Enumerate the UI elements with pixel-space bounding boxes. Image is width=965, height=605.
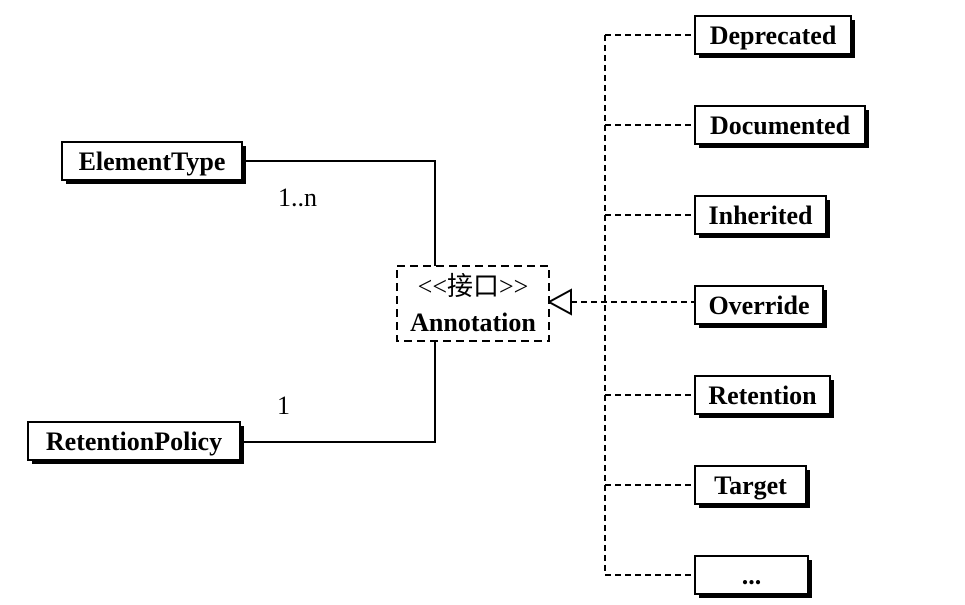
retention-policy-association-line <box>244 341 436 443</box>
class-label-override: Override <box>708 291 809 320</box>
class-label-more: ... <box>742 561 762 590</box>
realization-arrowhead-icon <box>546 288 572 316</box>
class-more[interactable]: ... <box>694 555 812 598</box>
element-type-association-line <box>244 160 436 266</box>
annotation-name: Annotation <box>410 308 536 337</box>
annotation-stereotype: <<接口>> <box>418 272 529 301</box>
class-deprecated[interactable]: Deprecated <box>694 15 855 58</box>
element-type-label: ElementType <box>79 147 226 176</box>
class-inherited[interactable]: Inherited <box>694 195 830 238</box>
element-type-multiplicity: 1..n <box>278 183 317 212</box>
class-label-inherited: Inherited <box>709 201 814 230</box>
retention-policy-multiplicity: 1 <box>277 391 290 420</box>
annotation-interface[interactable]: <<接口>> Annotation <box>396 265 550 342</box>
class-label-documented: Documented <box>710 111 851 140</box>
retention-policy-class[interactable]: RetentionPolicy <box>27 421 244 464</box>
class-label-target: Target <box>714 471 787 500</box>
class-target[interactable]: Target <box>694 465 810 508</box>
element-type-class[interactable]: ElementType <box>61 141 246 184</box>
class-documented[interactable]: Documented <box>694 105 869 148</box>
class-override[interactable]: Override <box>694 285 827 328</box>
implementation-list: DeprecatedDocumentedInheritedOverrideRet… <box>605 15 869 598</box>
class-label-retention: Retention <box>708 381 817 410</box>
retention-policy-label: RetentionPolicy <box>46 427 222 456</box>
class-retention[interactable]: Retention <box>694 375 834 418</box>
class-label-deprecated: Deprecated <box>710 21 837 50</box>
